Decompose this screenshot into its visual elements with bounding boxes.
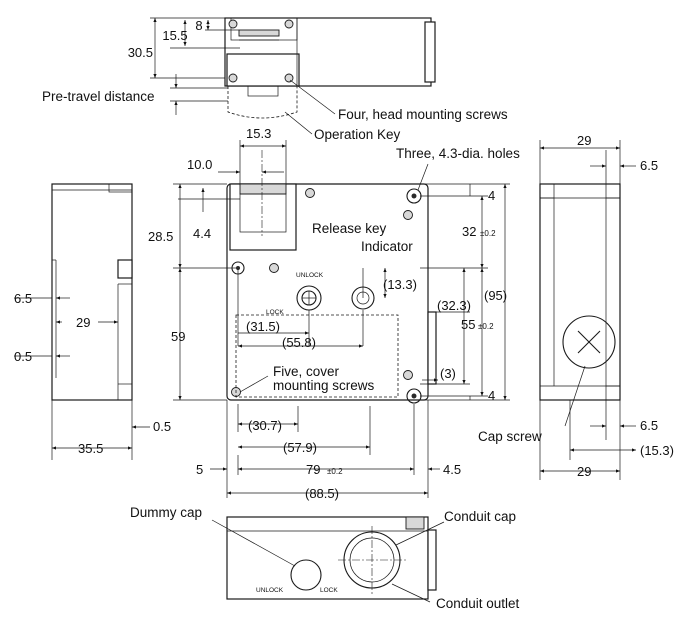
dim-3: (3) <box>440 366 456 381</box>
dim-0-5-left: 0.5 <box>14 349 32 364</box>
right-side-view <box>539 140 636 480</box>
dim-5: 5 <box>196 462 203 477</box>
label-cover-screws-line1: Five, cover <box>273 364 340 379</box>
dim-4-4: 4.4 <box>193 226 211 241</box>
label-operation-key: Operation Key <box>314 127 401 142</box>
bottom-view <box>211 516 445 603</box>
dim-4-5: 4.5 <box>443 462 461 477</box>
front-unlock-marking: UNLOCK <box>296 272 324 279</box>
dim-10-0: 10.0 <box>187 157 212 172</box>
label-cover-screws-line2: mounting screws <box>273 378 375 393</box>
dim-57-9: (57.9) <box>283 440 317 455</box>
dim-79: 79 <box>306 462 320 477</box>
dim-79-tolerance: ±0.2 <box>327 467 343 476</box>
dim-29-right-bottom: 29 <box>577 464 591 479</box>
top-view <box>150 17 436 119</box>
label-head-mounting-screws: Four, head mounting screws <box>338 107 508 122</box>
dim-6-5-left: 6.5 <box>14 291 32 306</box>
dim-55: 55 <box>461 317 475 332</box>
dim-32: 32 <box>462 224 476 239</box>
label-dummy-cap: Dummy cap <box>130 505 202 520</box>
dim-28-5: 28.5 <box>148 229 173 244</box>
dim-32-3: (32.3) <box>437 298 471 313</box>
front-view <box>173 140 510 498</box>
dim-30-7: (30.7) <box>248 418 282 433</box>
dim-6-5-right-bottom: 6.5 <box>640 418 658 433</box>
dim-32-tolerance: ±0.2 <box>480 229 496 238</box>
dim-4-top: 4 <box>488 188 495 203</box>
dim-31-5: (31.5) <box>246 319 280 334</box>
label-release-key: Release key <box>312 221 387 236</box>
dim-29-left: 29 <box>76 315 90 330</box>
front-lock-marking: LOCK <box>266 309 284 316</box>
dim-6-5-right-top: 6.5 <box>640 158 658 173</box>
left-side-view <box>14 183 150 460</box>
dim-8: 8 <box>195 18 202 33</box>
dim-15-5: 15.5 <box>162 28 187 43</box>
dim-29-right-top: 29 <box>577 133 591 148</box>
bottom-lock-marking: LOCK <box>320 587 338 594</box>
label-indicator: Indicator <box>361 239 413 254</box>
label-pre-travel-distance: Pre-travel distance <box>42 89 155 104</box>
dim-88-5: (88.5) <box>305 486 339 501</box>
label-conduit-outlet: Conduit outlet <box>436 596 520 611</box>
dim-30-5: 30.5 <box>128 45 153 60</box>
dim-15-3-right: (15.3) <box>640 443 674 458</box>
label-three-holes: Three, 4.3-dia. holes <box>396 146 520 161</box>
dim-4-bottom: 4 <box>488 388 495 403</box>
dim-0-5-bottom: 0.5 <box>153 419 171 434</box>
dim-55-8: (55.8) <box>282 335 316 350</box>
dim-15-3: 15.3 <box>246 126 271 141</box>
label-conduit-cap: Conduit cap <box>444 509 516 524</box>
dim-55-tolerance: ±0.2 <box>478 322 494 331</box>
dim-95: (95) <box>484 288 507 303</box>
dim-13-3: (13.3) <box>383 277 417 292</box>
label-cap-screw: Cap screw <box>478 429 542 444</box>
dim-59: 59 <box>171 329 185 344</box>
bottom-unlock-marking: UNLOCK <box>256 587 284 594</box>
dim-35-5: 35.5 <box>78 441 103 456</box>
